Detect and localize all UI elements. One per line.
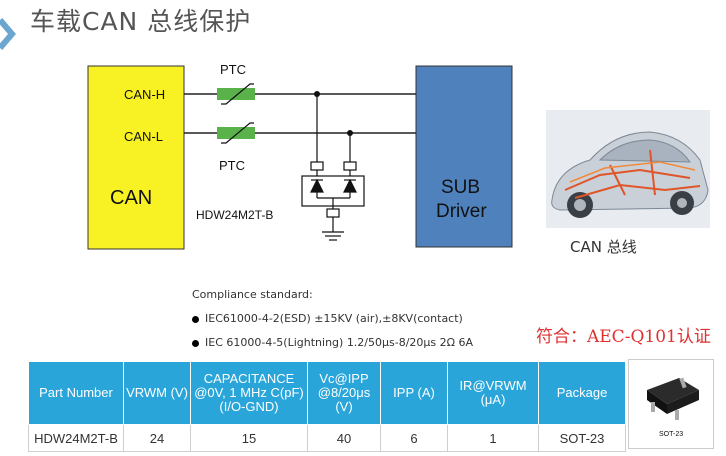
photo-caption: CAN 总线 [570,238,637,256]
package-label: SOT-23 [659,431,683,438]
col-capacitance: CAPACITANCE @0V, 1 MHz C(pF) (I/O-GND) [190,361,308,425]
compliance-item: IEC 61000-4-5(Lightning) 1.2/50μs-8/20μs… [192,331,473,355]
corner-decoration [0,18,16,50]
tvs-diode-array-icon [301,94,365,241]
cell-vrwm: 24 [123,424,191,452]
can-block [87,65,185,250]
ptc-bottom-label: PTC [219,158,245,173]
col-ipp: IPP (A) [380,361,448,425]
cell-part-number: HDW24M2T-B [28,424,124,452]
cell-package: SOT-23 [538,424,626,452]
spec-table: Part Number VRWM (V) CAPACITANCE @0V, 1 … [28,361,626,452]
package-image: SOT-23 [628,359,714,449]
sub-driver-line2: Driver [436,201,487,222]
cell-vc: 40 [307,424,381,452]
sub-driver-block [415,65,513,248]
page-title: 车载CAN 总线保护 [30,7,252,36]
can-h-label: CAN-H [124,87,165,102]
cell-capacitance: 15 [190,424,308,452]
cell-ipp: 6 [380,424,448,452]
table-header-row: Part Number VRWM (V) CAPACITANCE @0V, 1 … [28,361,626,425]
compliance-item: IEC61000-4-2(ESD) ±15KV (air),±8KV(conta… [192,307,473,331]
col-part-number: Part Number [28,361,124,425]
col-package: Package [538,361,626,425]
table-row: HDW24M2T-B 24 15 40 6 1 SOT-23 [28,424,626,452]
ptc-bottom-icon [217,122,255,144]
sub-driver-line1: SUB [441,177,480,198]
col-vc: Vc@IPP @8/20μs (V) [307,361,381,425]
part-number-label: HDW24M2T-B [196,208,273,222]
ptc-top-label: PTC [220,62,246,77]
compliance-heading: Compliance standard: [192,288,313,301]
bullet-icon [192,339,199,347]
compliance-section: Compliance standard: IEC61000-4-2(ESD) ±… [192,283,473,355]
col-vrwm: VRWM (V) [123,361,191,425]
car-cutaway-image [546,110,710,228]
cell-ir: 1 [447,424,539,452]
ptc-top-icon [217,83,255,105]
can-block-label: CAN [110,187,152,209]
can-l-label: CAN-L [124,129,163,144]
certification-note: 符合：AEC-Q101认证 [536,327,711,347]
col-ir: IR@VRWM (μA) [447,361,539,425]
sot23-chip-icon: SOT-23 [647,377,699,438]
bullet-icon [192,315,199,323]
